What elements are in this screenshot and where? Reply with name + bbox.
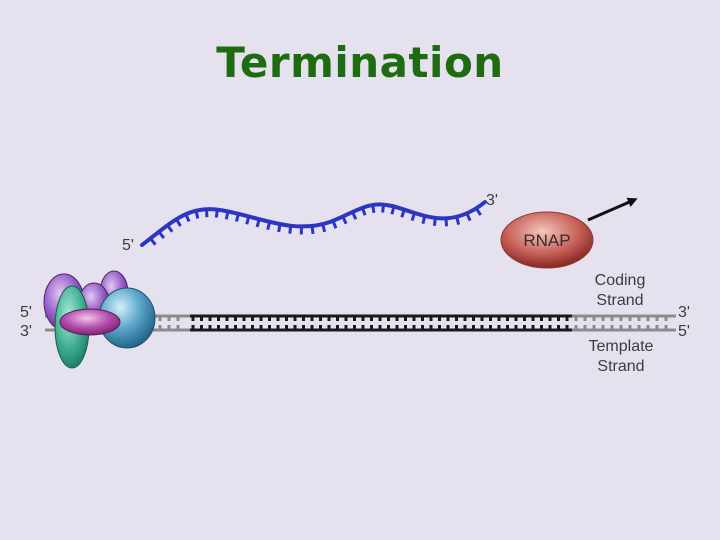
rna-base — [266, 221, 272, 231]
rna-base — [465, 212, 472, 222]
rna-base — [400, 209, 406, 218]
rnap-ellipse — [500, 211, 594, 269]
rna-base — [390, 206, 396, 215]
rna-base — [157, 230, 166, 240]
rna-base — [455, 216, 461, 225]
rna-base — [277, 223, 282, 233]
rna-base — [214, 209, 219, 218]
rna-base — [341, 215, 348, 225]
dna-base-pairs-right — [574, 316, 668, 330]
rna-3-prime-label: 3' — [486, 192, 498, 209]
rna-base — [149, 237, 157, 246]
rna-base — [381, 204, 385, 213]
rna-base — [331, 220, 338, 229]
rna-base — [310, 225, 315, 235]
rna-base — [321, 223, 327, 233]
rna-bases — [149, 204, 482, 246]
rna-polymerase: RNAP — [500, 211, 594, 269]
protein-complex — [43, 270, 156, 369]
rna-base — [255, 218, 261, 228]
rna-base — [194, 210, 200, 219]
dna-base-pairs-left — [158, 316, 180, 330]
dna-left-top-end-label: 5' — [20, 304, 32, 321]
rna-base — [351, 211, 358, 220]
rna-base — [166, 224, 174, 233]
dna-right-top-end-label: 3' — [678, 304, 690, 321]
coding-strand-label-line2: Strand — [596, 292, 643, 309]
protein-magenta — [59, 308, 121, 336]
rna-base — [360, 207, 367, 216]
template-strand-label-line2: Strand — [597, 358, 644, 375]
rna-base — [245, 216, 251, 225]
rna-base — [410, 212, 416, 222]
rna-base — [184, 213, 191, 223]
rna-transcript — [140, 200, 487, 247]
rna-base — [224, 211, 230, 220]
dna-left-bottom-end-label: 3' — [20, 323, 32, 340]
dna-right-bottom-end-label: 5' — [678, 323, 690, 340]
dna-double-strand — [45, 314, 676, 332]
rna-base — [288, 225, 293, 234]
slide-title: Termination — [216, 38, 504, 87]
coding-strand-label-line1: Coding — [595, 272, 646, 289]
rna-base — [235, 213, 240, 222]
dna-base-pairs-middle — [191, 316, 569, 330]
rna-base — [475, 207, 482, 216]
rnap-label: RNAP — [523, 231, 570, 250]
template-strand-label-line1: Template — [589, 338, 654, 355]
rna-base — [175, 218, 182, 227]
release-arrow-icon — [587, 197, 638, 222]
rna-base — [371, 204, 376, 214]
rna-base — [421, 215, 427, 225]
rna-5-prime-label: 5' — [122, 237, 134, 254]
rna-base — [432, 217, 437, 227]
